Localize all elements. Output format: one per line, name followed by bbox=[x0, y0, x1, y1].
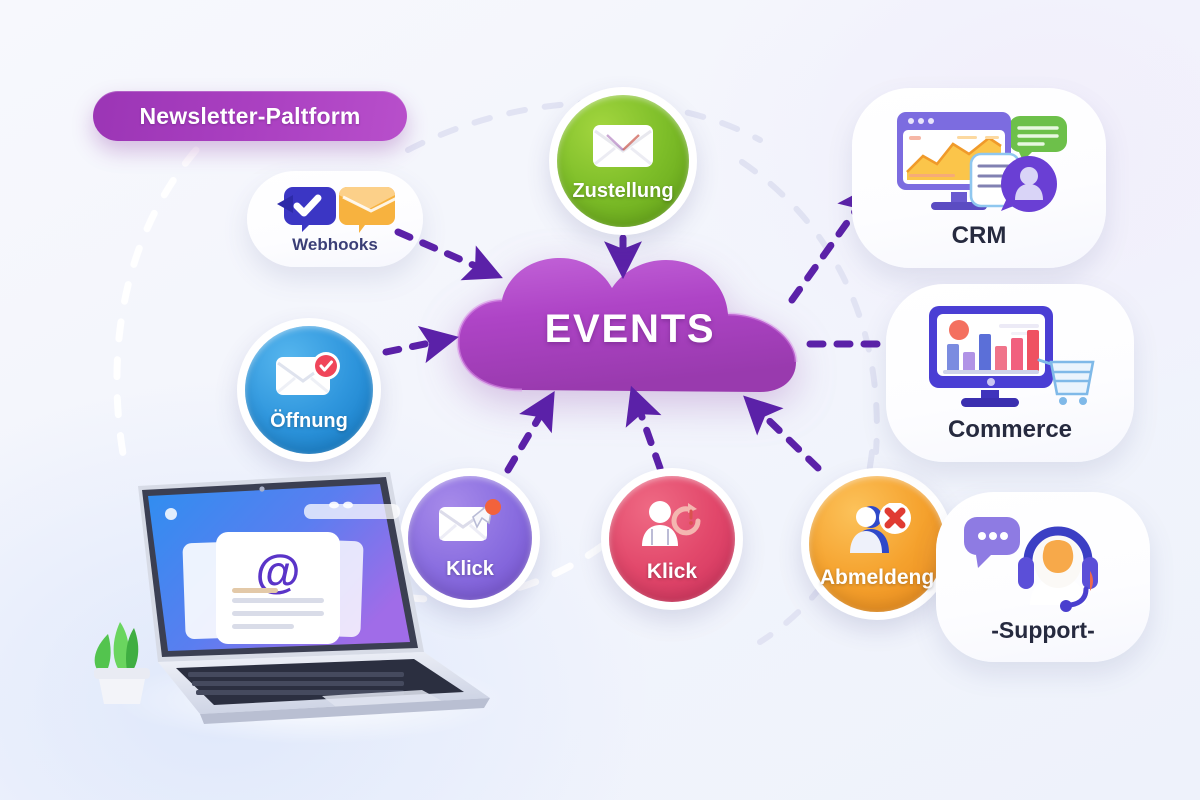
node-oeffnung-label: Öffnung bbox=[270, 410, 348, 432]
envelope-cursor-icon bbox=[437, 499, 503, 552]
card-commerce-label: Commerce bbox=[947, 416, 1073, 443]
node-klick-link[interactable]: Klick bbox=[400, 468, 540, 608]
support-art bbox=[958, 511, 1128, 615]
card-commerce[interactable]: Commerce bbox=[886, 284, 1134, 462]
events-hub[interactable]: EVENTS bbox=[452, 252, 804, 407]
node-abmeldung-label: Abmeldeng bbox=[819, 565, 935, 589]
card-crm-label: CRM bbox=[951, 222, 1007, 249]
headset-agent-icon bbox=[1018, 526, 1098, 612]
card-support-label: -Support- bbox=[991, 616, 1095, 643]
webhooks-art bbox=[271, 183, 399, 233]
user-remove-icon bbox=[841, 501, 913, 560]
platform-title-label: Newsletter-Paltform bbox=[139, 102, 361, 129]
email-document: @ bbox=[216, 532, 340, 644]
envelope-check-badge-icon bbox=[274, 351, 344, 404]
card-support[interactable]: -Support- bbox=[936, 492, 1150, 662]
person-chat-bubble-icon bbox=[1001, 156, 1057, 212]
card-webhooks[interactable]: Webhooks bbox=[247, 171, 423, 267]
node-klick-user[interactable]: Klick bbox=[601, 468, 743, 610]
crm-art bbox=[879, 106, 1079, 218]
events-hub-label: EVENTS bbox=[544, 307, 716, 351]
laptop-base bbox=[158, 652, 490, 724]
check-bubble-icon bbox=[277, 187, 336, 232]
envelope-bubble-icon bbox=[339, 187, 399, 233]
edge-oeffnung-to-hub bbox=[382, 326, 459, 364]
node-zustellung[interactable]: Zustellung bbox=[549, 87, 697, 235]
platform-title-badge: Newsletter-Paltform bbox=[93, 91, 407, 141]
edge-klick-link-to-hub bbox=[504, 390, 555, 474]
potted-plant-icon bbox=[94, 622, 150, 704]
node-oeffnung[interactable]: Öffnung bbox=[237, 318, 381, 462]
node-klick-user-label: Klick bbox=[646, 559, 698, 583]
edge-abmeldung-to-hub bbox=[743, 395, 822, 472]
envelope-icon bbox=[591, 123, 655, 174]
edge-klick-user-to-hub bbox=[625, 385, 664, 472]
monitor-bar-chart-icon bbox=[929, 306, 1053, 407]
card-crm[interactable]: CRM bbox=[852, 88, 1106, 268]
node-klick-link-label: Klick bbox=[446, 558, 494, 580]
chat-bubble-icon bbox=[964, 516, 1020, 568]
commerce-art bbox=[915, 302, 1105, 414]
laptop-illustration: @ bbox=[72, 462, 507, 748]
shopping-cart-icon bbox=[1037, 358, 1095, 405]
node-zustellung-label: Zustellung bbox=[572, 180, 674, 202]
card-webhooks-label: Webhooks bbox=[292, 235, 378, 254]
cloud-shape bbox=[458, 258, 796, 392]
green-message-icon bbox=[1009, 116, 1067, 161]
node-abmeldung[interactable]: Abmeldeng bbox=[801, 468, 953, 620]
laptop-screen: @ bbox=[138, 472, 424, 662]
user-refresh-icon bbox=[638, 499, 706, 554]
